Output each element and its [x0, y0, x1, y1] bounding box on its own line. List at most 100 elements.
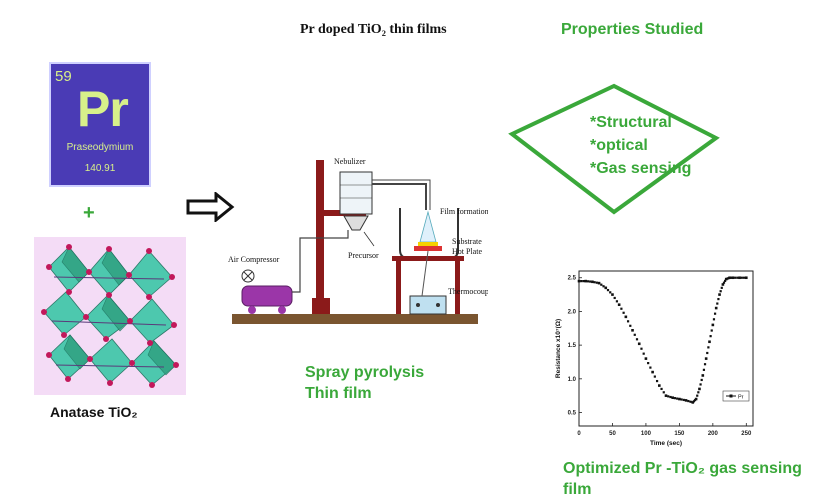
- data-point: [711, 323, 715, 327]
- data-point: [680, 398, 683, 401]
- data-point: [647, 362, 650, 365]
- x-tick-label: 250: [741, 431, 752, 437]
- data-point: [703, 363, 707, 366]
- data-point: [676, 397, 679, 400]
- data-point: [582, 280, 585, 283]
- data-point: [662, 391, 665, 394]
- data-point: [597, 281, 601, 285]
- spray-line2: Thin film: [305, 385, 372, 402]
- atomic-number: 59: [55, 68, 72, 85]
- label-film-formation: Film formation: [440, 207, 488, 216]
- data-point: [664, 394, 668, 397]
- data-point: [678, 397, 681, 401]
- y-tick-label: 1.0: [568, 377, 577, 383]
- element-symbol: Pr: [77, 81, 129, 137]
- data-point: [708, 340, 711, 344]
- data-point: [633, 333, 636, 336]
- label-thermocouple: Thermocouple: [448, 287, 488, 296]
- data-point: [644, 357, 648, 360]
- property-optical: *optical: [590, 137, 648, 154]
- data-point: [728, 276, 731, 280]
- data-point: [740, 276, 743, 279]
- atomic-mass: 140.91: [84, 163, 116, 174]
- data-point: [713, 312, 717, 315]
- data-point: [580, 280, 583, 283]
- anatase-label: Anatase TiO₂: [50, 404, 138, 420]
- data-point: [673, 397, 677, 400]
- data-point: [600, 283, 603, 286]
- data-point: [629, 324, 632, 327]
- data-point: [719, 290, 722, 293]
- x-tick-label: 0: [577, 431, 581, 437]
- data-point: [586, 280, 590, 283]
- optimized-line2: film: [563, 481, 592, 498]
- property-structural: *Structural: [590, 114, 672, 131]
- data-point: [706, 351, 709, 355]
- data-point: [611, 293, 614, 296]
- data-point: [589, 280, 592, 283]
- label-substrate: Substrate: [452, 237, 482, 246]
- data-point: [604, 286, 608, 290]
- spray-pyrolysis-caption: Spray pyrolysis Thin film: [305, 362, 424, 404]
- plot-frame: [578, 270, 754, 427]
- label-nebulizer: Nebulizer: [334, 157, 366, 166]
- crystal-structure-icon: [41, 244, 179, 388]
- data-point: [694, 397, 698, 401]
- data-point: [631, 329, 634, 332]
- plus-sign: +: [83, 202, 95, 224]
- data-point: [724, 277, 728, 281]
- data-point: [698, 387, 701, 391]
- data-point: [658, 384, 661, 387]
- label-air-compressor: Air Compressor: [228, 255, 280, 264]
- data-point: [640, 347, 643, 350]
- data-point: [606, 288, 610, 292]
- data-point: [722, 281, 726, 284]
- y-tick-label: 2.0: [568, 309, 577, 315]
- data-point: [697, 391, 700, 394]
- properties-diamond: [508, 83, 720, 215]
- x-tick-label: 200: [708, 431, 719, 437]
- label-precursor: Precursor: [348, 251, 379, 260]
- data-point: [682, 398, 685, 402]
- data-point: [653, 375, 656, 378]
- data-point: [729, 276, 732, 279]
- data-point: [720, 286, 723, 289]
- data-point: [738, 276, 741, 280]
- data-point: [696, 394, 699, 397]
- data-point: [724, 279, 727, 282]
- data-point: [622, 311, 625, 314]
- data-point: [714, 306, 718, 310]
- data-point: [655, 379, 659, 383]
- data-point: [602, 285, 605, 288]
- data-point: [609, 291, 612, 294]
- data-point: [637, 342, 641, 346]
- page-title: Pr doped TiO₂ thin films: [300, 22, 447, 37]
- data-point: [620, 307, 623, 310]
- legend-marker: [729, 394, 733, 398]
- data-point: [716, 302, 719, 305]
- data-point: [700, 378, 703, 382]
- data-point: [649, 366, 652, 369]
- data-point: [615, 300, 619, 303]
- praseodymium-tile: 59 Pr Praseodymium 140.91: [49, 62, 151, 187]
- data-point: [736, 276, 739, 279]
- data-point: [726, 277, 729, 280]
- data-point: [687, 399, 690, 403]
- data-point: [669, 395, 672, 399]
- data-point: [595, 281, 598, 284]
- data-point: [734, 276, 737, 279]
- right-arrow-icon: [186, 192, 235, 222]
- data-point: [584, 279, 587, 283]
- data-point: [671, 396, 674, 399]
- properties-list: *Structural *optical *Gas sensing: [590, 111, 691, 180]
- data-point: [624, 315, 628, 319]
- anatase-crystal-image: [34, 237, 186, 395]
- data-point: [635, 338, 639, 341]
- data-point: [591, 280, 594, 284]
- data-point: [709, 335, 712, 338]
- data-point: [702, 368, 706, 371]
- y-tick-label: 0.5: [568, 411, 577, 417]
- spray-pyrolysis-apparatus: Nebulizer Film formation Substrate Hot P…: [228, 157, 488, 324]
